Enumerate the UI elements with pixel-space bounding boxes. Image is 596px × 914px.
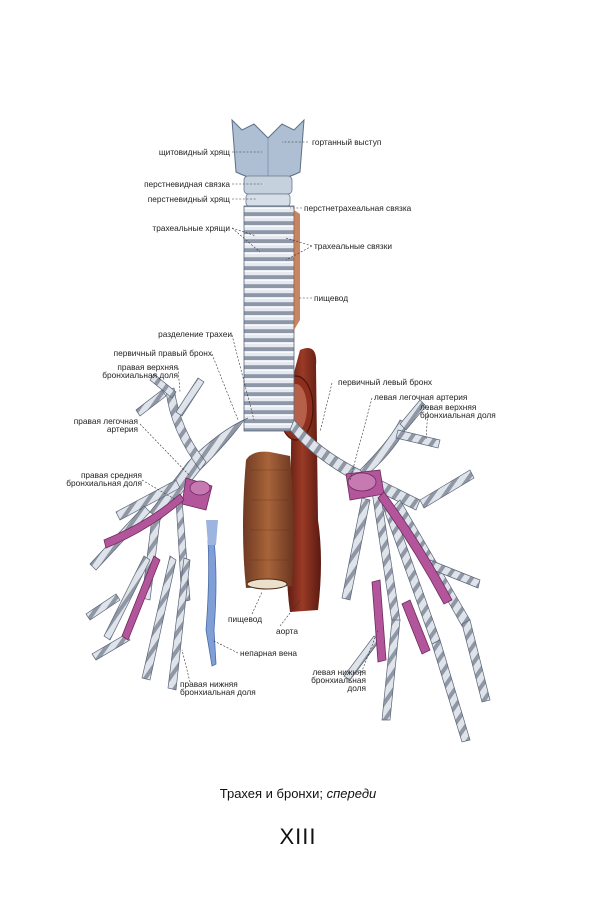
label-right-pulmonary-artery-1: правая легочная xyxy=(74,416,138,426)
label-right-lower-lobe-1: правая нижняя xyxy=(180,679,238,689)
label-left-lower-lobe-3: доля xyxy=(347,683,366,693)
label-aorta: аорта xyxy=(276,626,298,636)
larynx xyxy=(231,118,305,207)
label-right-lower-lobe-2: бронхиальная доля xyxy=(180,687,256,697)
label-left-upper-lobe-1: левая верхняя xyxy=(420,402,476,412)
label-left-main-bronchus: первичный левый бронх xyxy=(338,377,433,387)
label-esophagus-bottom: пищевод xyxy=(228,614,262,624)
caption-italic: спереди xyxy=(326,786,377,801)
label-left-upper-lobe-2: бронхиальная доля xyxy=(420,410,496,420)
figure-caption: Трахея и бронхи; спереди xyxy=(0,786,596,801)
label-right-upper-lobe-1: правая верхняя xyxy=(117,362,178,372)
label-azygos-vein: непарная вена xyxy=(240,648,297,658)
label-cricotracheal-ligament: перстнетрахеальная связка xyxy=(304,203,412,213)
label-left-pulmonary-artery: левая легочная артерия xyxy=(374,392,467,402)
pulmonary-arteries xyxy=(103,469,453,663)
plate-number: XIII xyxy=(279,824,317,849)
label-tracheal-ligaments: трахеальные связки xyxy=(314,241,392,251)
bronchial-tree xyxy=(85,373,491,743)
label-laryngeal-prominence: гортанный выступ xyxy=(312,137,381,147)
label-esophagus-top: пищевод xyxy=(314,293,348,303)
label-thyroid-cartilage: щитовидный хрящ xyxy=(159,147,230,157)
label-right-upper-lobe-2: бронхиальная доля xyxy=(102,370,178,380)
label-left-lower-lobe-1: левая нижняя xyxy=(312,667,366,677)
label-cricoid-cartilage: перстневидный хрящ xyxy=(148,194,230,204)
azygos-vein xyxy=(205,520,218,667)
label-tracheal-cartilages: трахеальные хрящи xyxy=(152,223,230,233)
label-right-middle-lobe-1: правая средняя xyxy=(81,470,142,480)
leader-lines xyxy=(139,141,429,683)
label-right-pulmonary-artery-2: артерия xyxy=(107,424,138,434)
trachea xyxy=(243,205,300,432)
anatomy-labels: щитовидный хрящ гортанный выступ перстне… xyxy=(66,137,495,697)
label-right-main-bronchus: первичный правый бронх xyxy=(114,348,213,358)
caption-main: Трахея и бронхи; xyxy=(219,786,323,801)
label-right-middle-lobe-2: бронхиальная доля xyxy=(66,478,142,488)
label-tracheal-bifurcation: разделение трахеи xyxy=(158,329,232,339)
label-left-lower-lobe-2: бронхиальная xyxy=(311,675,366,685)
label-cricothyroid-ligament: перстневидная связка xyxy=(144,179,230,189)
